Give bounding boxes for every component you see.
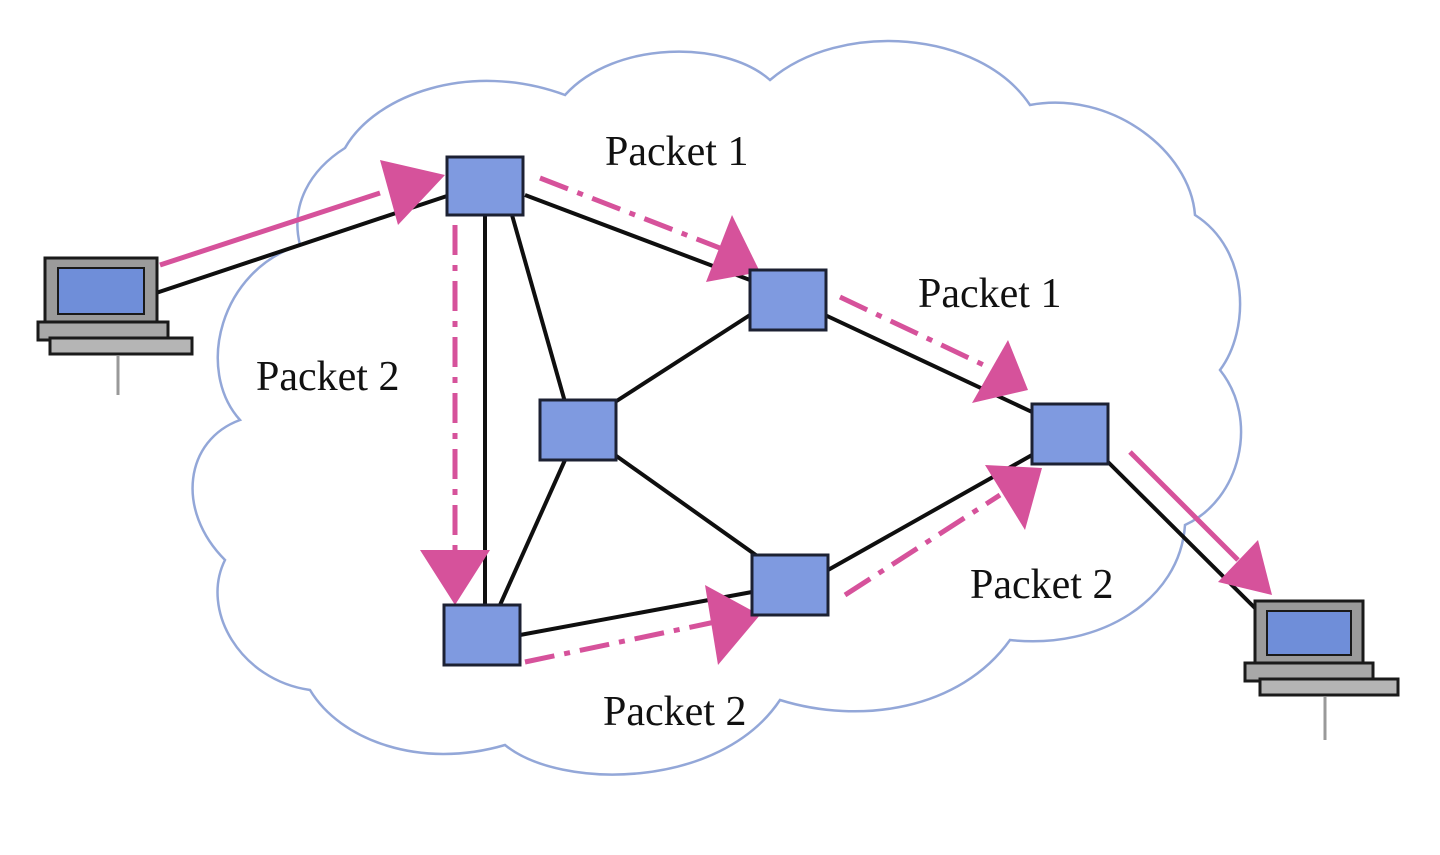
flow-packet1-right <box>838 294 992 371</box>
link-center-to-bottom-middle <box>613 453 762 560</box>
router-center <box>538 398 618 462</box>
packet-flows <box>159 160 1272 665</box>
label-packet2-right: Packet 2 <box>970 562 1113 608</box>
router-bottom-middle <box>750 553 830 617</box>
router-top-left <box>445 155 525 217</box>
flow-packet1-top <box>539 175 726 253</box>
label-packet1-top: Packet 1 <box>605 129 748 175</box>
flow-packet1-right-arrowhead <box>972 340 1028 403</box>
flow-packet2-bottom-arrowhead <box>705 585 760 665</box>
flow-packet2-down-arrowhead <box>420 550 490 605</box>
flow-packet2-right <box>843 492 1002 598</box>
router-right <box>1030 402 1110 466</box>
router-bottom-left <box>442 603 522 667</box>
routers <box>442 155 1110 667</box>
flow-packet1-top-arrowhead <box>706 215 760 282</box>
link-center-to-bottom-left <box>498 459 567 606</box>
label-packet1-right: Packet 1 <box>918 271 1061 317</box>
label-packet2-left: Packet 2 <box>256 354 399 400</box>
flow-packet2-bottom <box>524 619 716 665</box>
link-upper-right-to-center <box>613 313 752 404</box>
link-top-left-to-center <box>510 214 567 403</box>
source-laptop-icon <box>36 256 194 395</box>
flow-packet2-right-arrowhead <box>985 465 1042 530</box>
destination-laptop-icon <box>1243 599 1400 740</box>
flow-source-to-top-left-arrowhead <box>380 160 445 225</box>
flow-source-to-top-left <box>159 190 381 268</box>
link-right-to-destination <box>1106 460 1264 617</box>
label-packet2-bottom: Packet 2 <box>603 689 746 735</box>
flow-right-to-destination-arrowhead <box>1218 540 1272 595</box>
router-upper-right <box>748 268 828 332</box>
flow-right-to-destination <box>1128 450 1240 562</box>
